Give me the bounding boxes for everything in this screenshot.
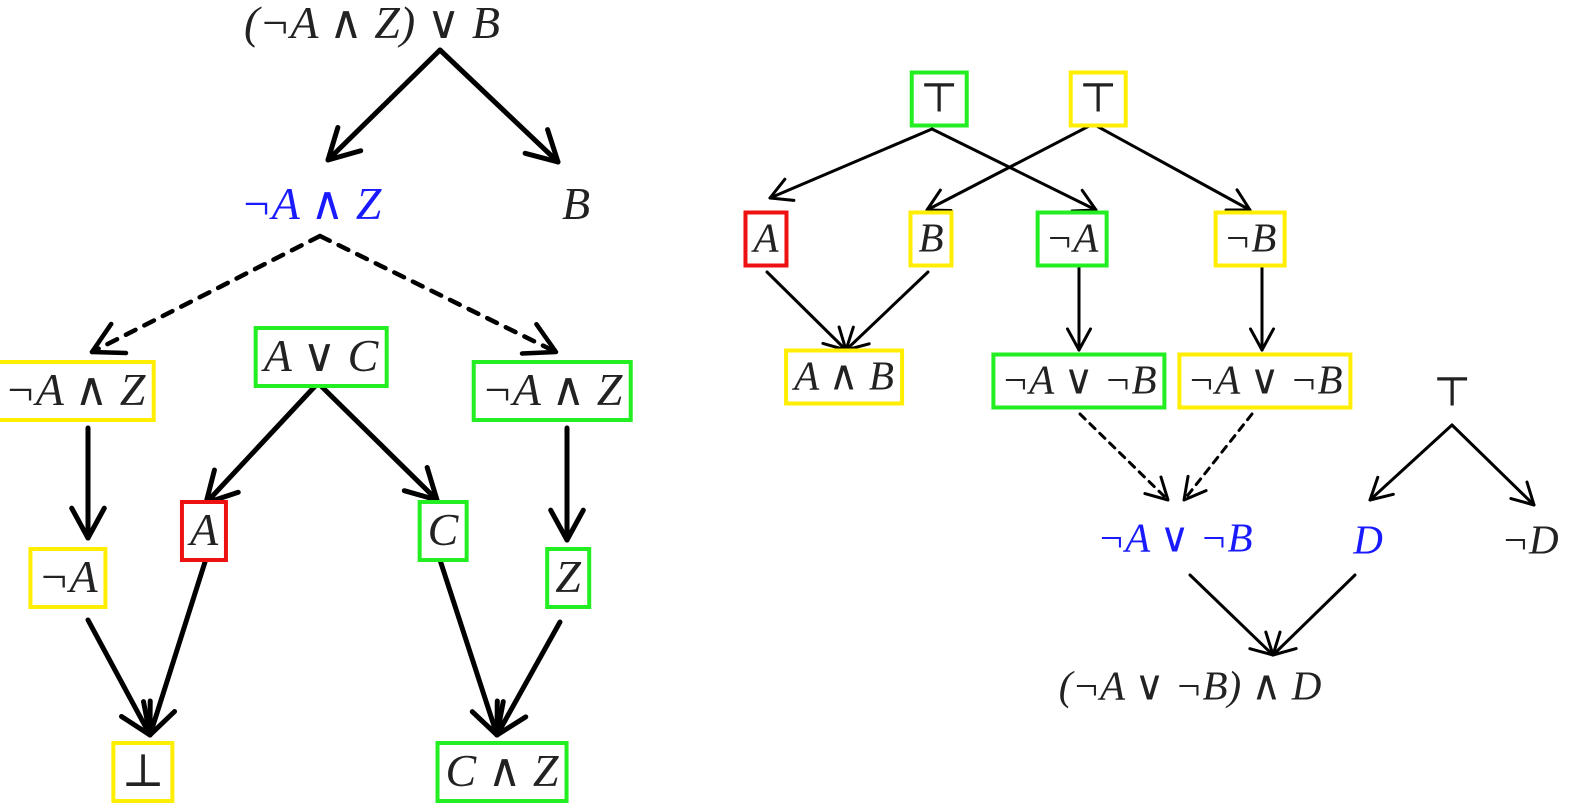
right-a-and-b: A ∧ B <box>784 348 904 406</box>
edge-d-to-result <box>1271 573 1357 657</box>
left-split-b: B <box>561 178 591 229</box>
left-c-and-z: C ∧ Z <box>435 741 569 803</box>
edge-or-to-c <box>315 380 440 503</box>
edge-or-green-to-merged <box>1078 412 1170 502</box>
left-leaf-c: C <box>417 500 469 562</box>
right-result: (¬A ∨ ¬B) ∧ D <box>1058 662 1322 709</box>
right-a-red: A <box>743 210 789 268</box>
edge-a-to-bottom <box>141 559 208 738</box>
right-merged-or: ¬A ∨ ¬B <box>1097 514 1253 561</box>
right-or-yellow: ¬A ∨ ¬B <box>1177 352 1353 410</box>
left-split-not-a-and-z: ¬A ∧ Z <box>240 178 382 229</box>
edge-top-yellow-to-b <box>925 122 1095 213</box>
left-branch-green: ¬A ∧ Z <box>471 360 633 422</box>
right-or-green: ¬A ∨ ¬B <box>991 352 1167 410</box>
left-leaf-a: A <box>179 500 229 562</box>
edge-not-a-to-or-green <box>1065 266 1093 352</box>
edge-branch-yellow-to-not-a <box>69 425 107 541</box>
right-top-green: ⊤ <box>909 70 969 128</box>
edge-b-to-a-and-b <box>844 270 930 352</box>
edge-top-plain-to-d <box>1368 423 1454 502</box>
edge-top-green-to-not-a <box>930 127 1098 213</box>
edge-split-to-branch-yellow <box>89 233 323 356</box>
edge-not-b-to-or-yellow <box>1248 266 1276 352</box>
left-branch-yellow: ¬A ∧ Z <box>0 360 156 422</box>
right-not-d: ¬D <box>1501 516 1559 563</box>
edge-root-to-b <box>437 47 561 165</box>
left-root: (¬A ∧ Z) ∨ B <box>244 0 500 48</box>
edge-top-yellow-to-not-b <box>1091 122 1252 212</box>
edge-or-to-a <box>203 380 321 506</box>
left-branch-a-or-c: A ∨ C <box>253 326 389 388</box>
edge-c-to-c-and-z <box>437 557 506 738</box>
right-not-a-green: ¬A <box>1035 210 1109 268</box>
edge-or-yellow-to-merged <box>1182 412 1254 502</box>
right-top-plain: ⊤ <box>1432 368 1472 415</box>
edge-root-to-not-a-and-z <box>325 47 443 163</box>
edge-branch-green-to-z <box>548 425 586 543</box>
edge-merged-to-result <box>1188 573 1275 657</box>
edge-a-to-a-and-b <box>765 270 848 352</box>
edge-split-to-branch-green <box>317 233 559 356</box>
edge-not-a-to-bottom <box>85 617 153 738</box>
right-d-blue: D <box>1353 516 1383 563</box>
right-b-yellow: B <box>908 210 954 268</box>
left-leaf-not-a: ¬A <box>28 547 108 609</box>
right-not-b-yellow: ¬B <box>1213 210 1287 268</box>
left-leaf-z: Z <box>545 547 591 609</box>
right-top-yellow: ⊤ <box>1068 70 1128 128</box>
edge-z-to-c-and-z <box>494 619 563 738</box>
edge-top-plain-to-not-d <box>1450 423 1536 507</box>
edge-top-green-to-a <box>768 127 934 202</box>
left-bottom: ⊥ <box>111 741 175 803</box>
